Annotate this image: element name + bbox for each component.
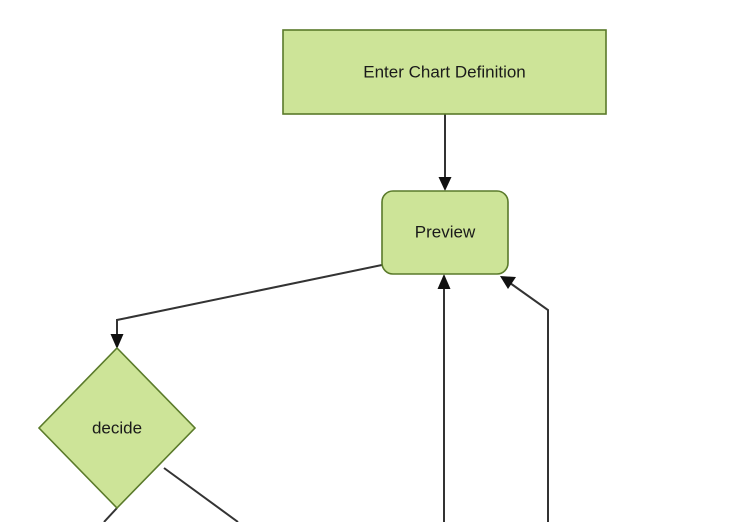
- edge-bottom-right-to-preview: [500, 276, 549, 522]
- node-label-decide: decide: [92, 418, 142, 437]
- edge-line: [509, 282, 549, 522]
- arrowhead-icon: [438, 177, 452, 191]
- edge-line: [103, 507, 118, 522]
- edge-preview-to-decide: [110, 264, 383, 349]
- edge-decide-right-out: [163, 467, 239, 522]
- node-label-enter-chart-definition: Enter Chart Definition: [363, 62, 526, 81]
- node-shape-rectangle[interactable]: [282, 29, 607, 115]
- node-decide[interactable]: decide: [37, 346, 197, 510]
- edge-line: [116, 264, 383, 339]
- arrowhead-icon: [110, 334, 124, 349]
- node-label-preview: Preview: [415, 222, 476, 241]
- edge-bottom-left-to-preview: [437, 274, 451, 522]
- node-shape-diamond[interactable]: [37, 346, 197, 510]
- edge-line: [163, 467, 239, 522]
- arrowhead-icon: [437, 274, 451, 289]
- edge-decide-bottom-out: [103, 507, 118, 522]
- node-enter-chart-definition[interactable]: Enter Chart Definition: [282, 29, 607, 115]
- node-preview[interactable]: Preview: [381, 190, 509, 275]
- edge-enter-to-preview: [438, 114, 452, 191]
- arrowhead-icon: [500, 276, 516, 289]
- node-shape-rounded-rectangle[interactable]: [381, 190, 509, 275]
